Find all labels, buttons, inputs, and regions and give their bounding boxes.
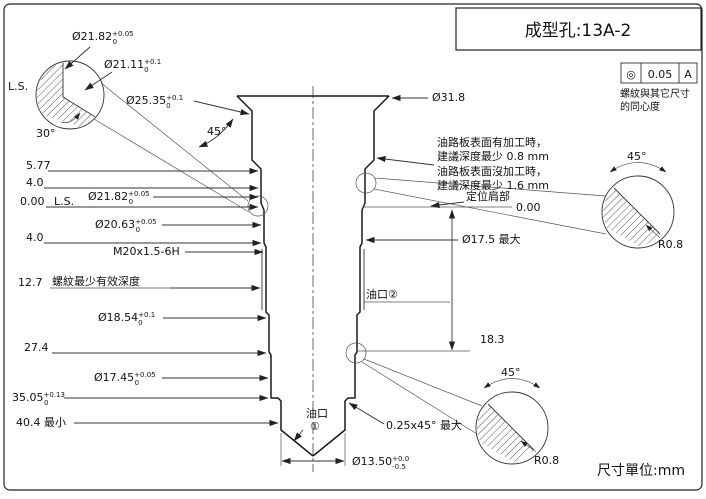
concentricity-frame [620,62,698,84]
dim-d318: Ø31.8 [432,91,465,104]
dim-thread: M20x1.5-6H [113,245,180,258]
ord-127: 12.7 [18,276,43,289]
angle-30-label: 30° [36,127,56,140]
note-unmachined-2: 建議深度最少 1.6 mm [437,178,549,192]
part-outline [236,95,390,457]
ord-40-lower: 4.0 [26,231,44,244]
ord-40-upper: 4.0 [26,176,44,189]
dim-183: 18.3 [480,333,505,346]
fcf-value: 0.05 [648,68,673,81]
angle-45-arc [483,378,541,389]
dim-d175-max: Ø17.5 最大 [462,232,521,246]
oil-port1-number: ① [310,420,320,433]
leader-lines [44,46,465,442]
dim-chamfer-025: 0.25x45° 最大 [386,418,462,432]
r08-detail1-label: R0.8 [658,238,683,251]
angle-30-arc [60,112,81,123]
concentricity-icon: ◎ [626,68,636,81]
drawing-title: 成型孔:13A-2 [525,21,632,41]
angle-45-arc [609,162,667,173]
note-machined-1: 油路板表面有加工時， [437,135,547,149]
locating-shoulder-label: 定位肩部 [466,189,510,203]
note-unmachined-1: 油路板表面沒加工時， [437,164,547,178]
oil-port1-label: 油口 [306,406,328,420]
ord-404: 40.4 最小 [16,416,66,429]
angle-45-detail2-label: 45° [501,366,521,379]
thread-depth-note: 螺紋最少有效深度 [52,274,140,288]
ord-000-right: 0.00 [516,201,541,214]
oil-port2-label: 油口② [366,287,398,301]
ord-274: 27.4 [24,341,49,354]
unit-label: 尺寸單位:mm [597,463,685,479]
angle-45-top-label: 45° [207,125,227,138]
title-block [455,7,702,51]
r08-leader [645,224,661,239]
ls-detail-label: L.S. [8,80,28,93]
dim-d1350: Ø13.50+0.0-0.5 [352,455,409,471]
dimension-lines [198,118,456,465]
detail-view-thread-chamfer [601,162,675,249]
r08-leader [520,440,537,453]
detail-view-seal-land [35,60,105,130]
ls-mid-label: L.S. [54,195,74,208]
note-machined-2: 建議深度最少 0.8 mm [437,149,549,163]
detail-view-pilot-chamfer [475,378,549,465]
fcf-datum: A [684,68,692,81]
fcf-note-line1: 螺紋與其它尺寸 [620,87,690,100]
angle-45-detail1-label: 45° [627,150,647,163]
fcf-note-line2: 的同心度 [620,100,660,113]
sheet-frame [3,3,703,491]
ord-000-left: 0.00 [20,195,45,208]
ord-577: 5.77 [26,159,51,172]
detail-connectors [93,82,607,435]
angle-45-top-arc [198,118,234,148]
r08-detail2-label: R0.8 [534,454,559,467]
